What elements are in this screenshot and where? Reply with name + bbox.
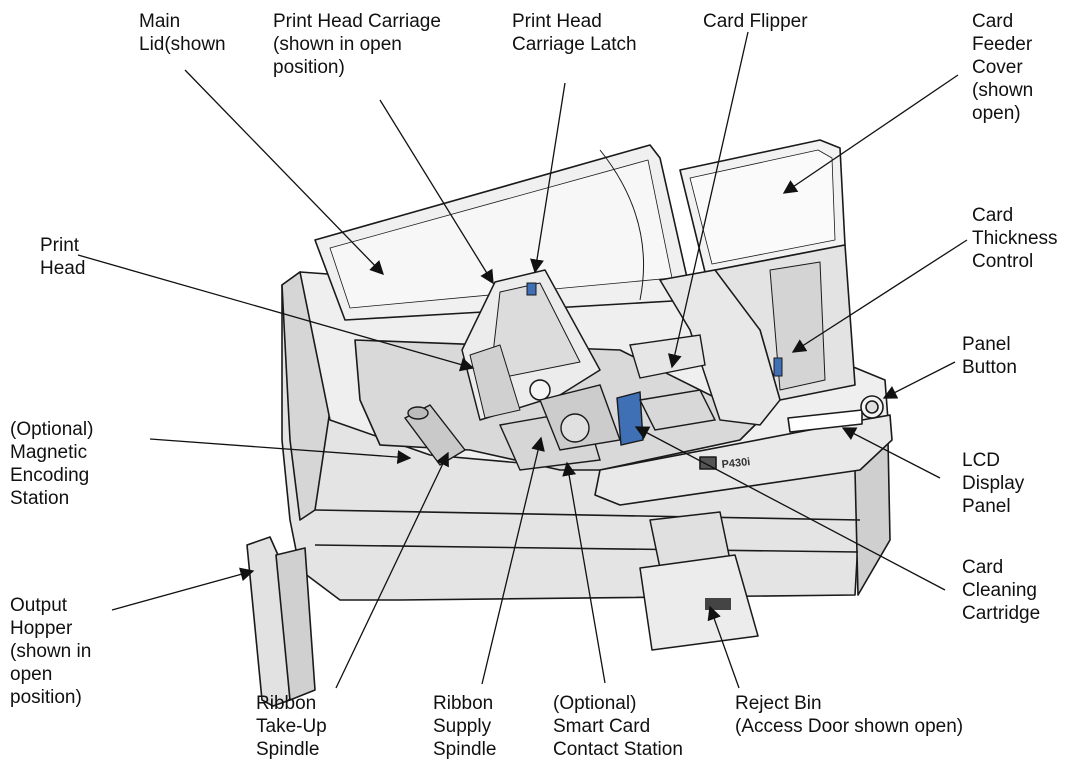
- arrow-card-feeder-cover: [782, 74, 959, 194]
- card-feeder-cover: [679, 139, 856, 401]
- reject-bin: [639, 511, 759, 651]
- arrow-card-cleaning: [634, 426, 946, 591]
- card-cleaning-cartridge-part: [616, 391, 644, 446]
- label-print-head-carriage-latch: Print Head Carriage Latch: [512, 11, 637, 55]
- printer-model-marking: P430i: [721, 456, 751, 471]
- label-magnetic-encoding-station: (Optional) Magnetic Encoding Station: [10, 419, 94, 509]
- arrow-magnetic-encoding: [149, 438, 412, 465]
- arrow-output-hopper: [111, 567, 255, 611]
- label-smart-card-contact-station: (Optional) Smart Card Contact Station: [553, 693, 683, 760]
- arrow-print-head: [77, 254, 475, 372]
- label-lcd-display-panel: LCD Display Panel: [962, 450, 1025, 517]
- label-card-cleaning-cartridge: Card Cleaning Cartridge: [962, 557, 1041, 624]
- print-head-carriage: [461, 269, 601, 421]
- label-print-head: Print Head: [40, 235, 86, 279]
- label-reject-bin: Reject Bin (Access Door shown open): [735, 693, 964, 737]
- label-card-feeder-cover: Card Feeder Cover (shown open): [972, 11, 1034, 124]
- thickness-control-part: [773, 357, 783, 377]
- label-panel-button: Panel Button: [962, 334, 1017, 378]
- arrow-main-lid: [184, 69, 384, 276]
- main-lid: [314, 144, 691, 321]
- output-hopper: [246, 536, 316, 707]
- arrow-reject-bin: [707, 605, 740, 689]
- label-ribbon-supply-spindle: Ribbon Supply Spindle: [433, 693, 497, 760]
- arrow-smart-card: [562, 461, 606, 684]
- arrow-ribbon-supply: [481, 436, 545, 685]
- label-card-flipper: Card Flipper: [703, 11, 808, 32]
- arrow-carriage-latch: [530, 82, 566, 274]
- arrow-ribbon-take-up: [335, 451, 449, 689]
- arrow-thickness-control: [791, 239, 968, 353]
- label-card-thickness-control: Card Thickness Control: [972, 205, 1058, 272]
- callout-arrows: [77, 31, 968, 689]
- label-main-lid: Main Lid(shown: [139, 11, 226, 55]
- arrow-panel-button: [882, 361, 956, 399]
- label-ribbon-take-up-spindle: Ribbon Take-Up Spindle: [256, 693, 327, 760]
- ribbon-mechanism: [403, 384, 621, 471]
- arrow-card-flipper: [667, 31, 749, 369]
- carriage-latch-part: [526, 282, 537, 296]
- label-print-head-carriage: Print Head Carriage (shown in open posit…: [273, 11, 441, 78]
- arrow-lcd-display: [841, 427, 941, 479]
- label-output-hopper: Output Hopper (shown in open position): [10, 595, 92, 708]
- card-flipper-part: [629, 334, 717, 431]
- arrow-print-head-carriage: [379, 99, 494, 285]
